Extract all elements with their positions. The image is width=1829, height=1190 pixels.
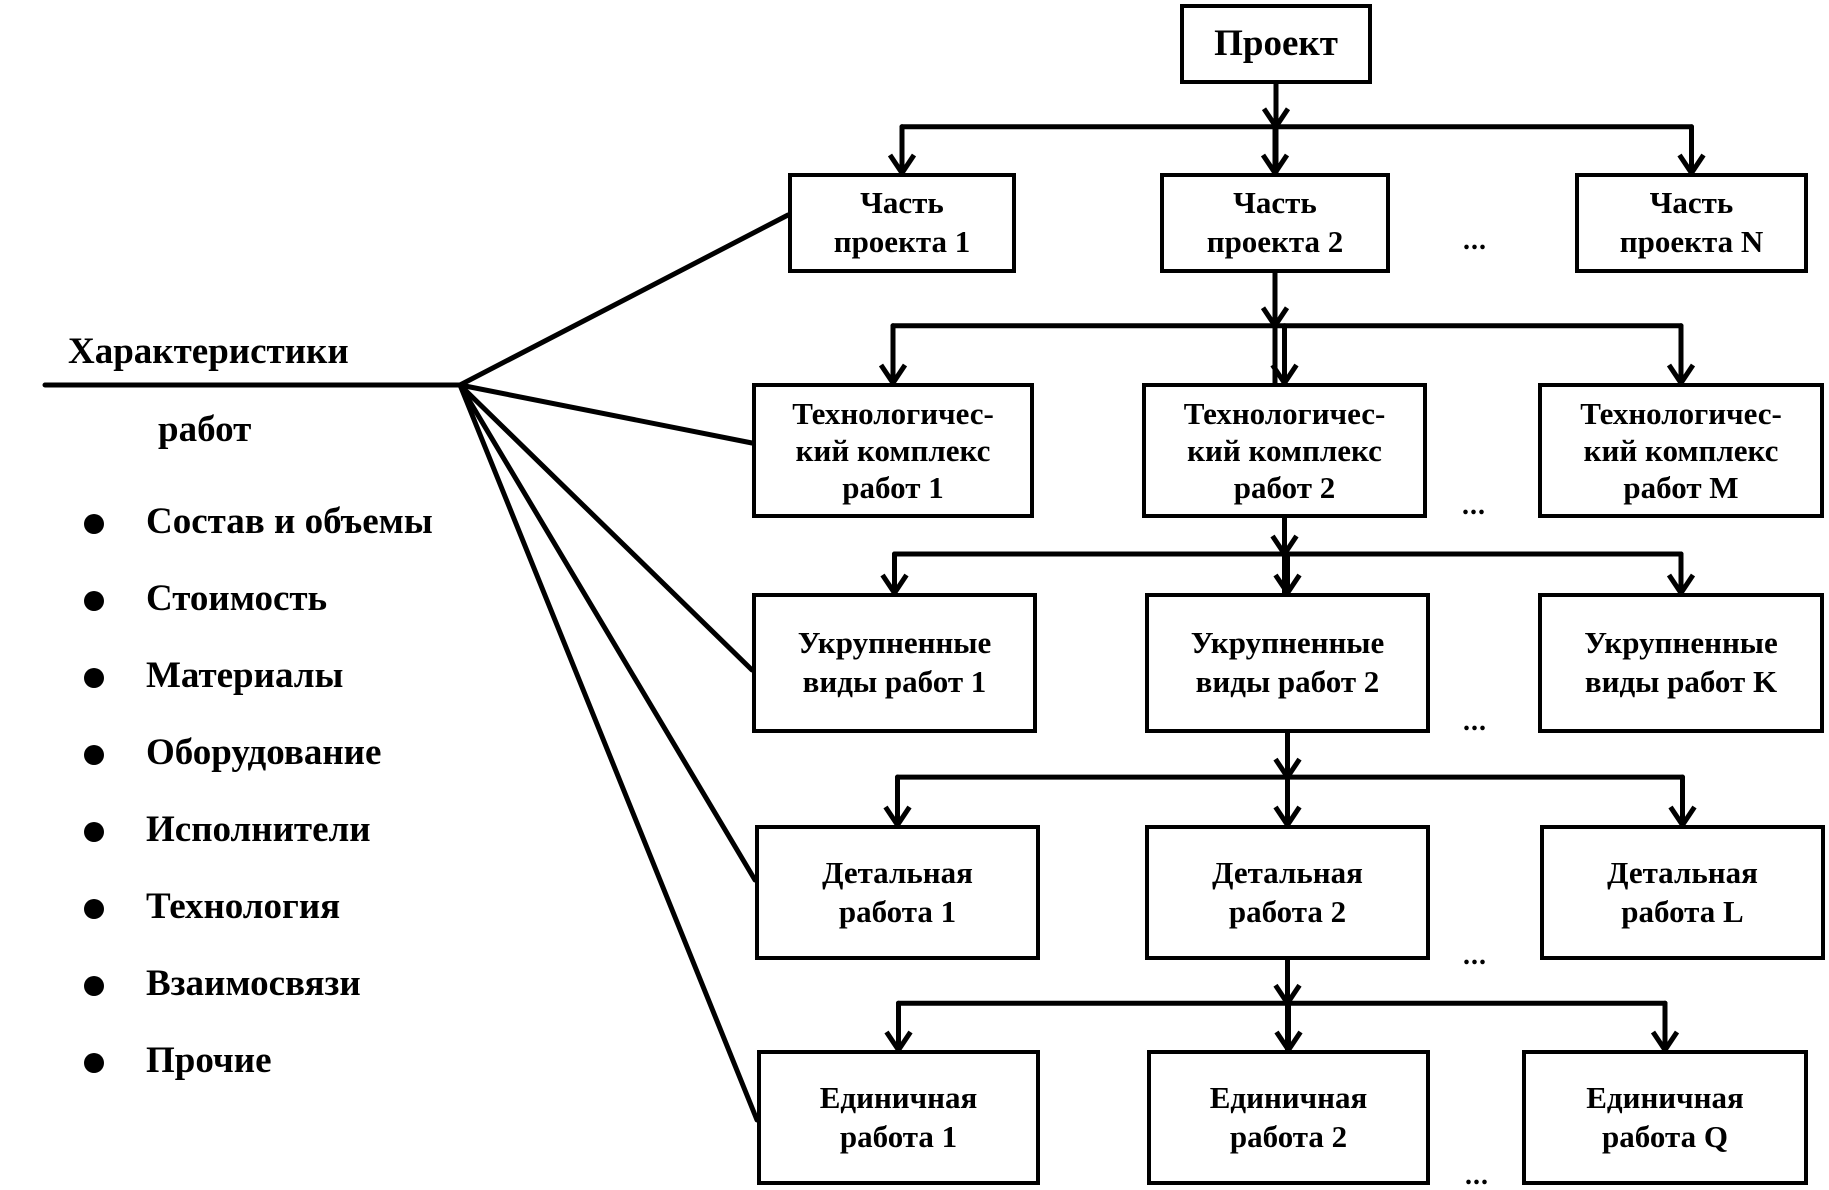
detailed-work-2-box: Детальная работа 2	[1145, 825, 1430, 960]
ellipsis-level-2: ...	[1462, 490, 1486, 521]
characteristic-item: Технология	[84, 885, 433, 962]
characteristic-label: Стоимость	[146, 578, 328, 619]
characteristics-link-line	[457, 382, 755, 446]
unit-work-2-box: Единичная работа 2	[1147, 1050, 1430, 1185]
tech-complex-2-box: Технологичес- кий комплекс работ 2	[1142, 383, 1427, 518]
characteristics-list: Состав и объемы Стоимость Материалы Обор…	[84, 500, 433, 1116]
characteristic-label: Исполнители	[146, 809, 371, 850]
characteristic-label: Взаимосвязи	[146, 963, 361, 1004]
characteristics-link-line	[457, 212, 791, 388]
bullet-icon	[84, 1053, 104, 1073]
ellipsis-level-4: ...	[1463, 940, 1487, 971]
project-part-n-box: Часть проекта N	[1575, 173, 1808, 273]
characteristics-link-line	[457, 382, 758, 883]
bullet-icon	[84, 591, 104, 611]
characteristic-item: Стоимость	[84, 577, 433, 654]
ellipsis-level-1: ...	[1463, 225, 1487, 256]
work-type-2-box: Укрупненные виды работ 2	[1145, 593, 1430, 733]
characteristics-title: Характеристики	[68, 331, 349, 372]
project-part-1-box: Часть проекта 1	[788, 173, 1016, 273]
ellipsis-level-3: ...	[1463, 706, 1487, 737]
characteristics-title-line2: работ	[158, 409, 252, 450]
bullet-icon	[84, 668, 104, 688]
characteristic-item: Исполнители	[84, 808, 433, 885]
characteristic-label: Технология	[146, 886, 341, 927]
tech-complex-m-box: Технологичес- кий комплекс работ М	[1538, 383, 1824, 518]
bullet-icon	[84, 822, 104, 842]
bullet-icon	[84, 514, 104, 534]
unit-work-q-box: Единичная работа Q	[1522, 1050, 1808, 1185]
characteristic-label: Прочие	[146, 1040, 272, 1081]
tech-complex-1-box: Технологичес- кий комплекс работ 1	[752, 383, 1034, 518]
bullet-icon	[84, 976, 104, 996]
characteristic-item: Прочие	[84, 1039, 433, 1116]
characteristic-label: Материалы	[146, 655, 344, 696]
characteristic-item: Материалы	[84, 654, 433, 731]
work-type-k-box: Укрупненные виды работ K	[1538, 593, 1824, 733]
work-type-1-box: Укрупненные виды работ 1	[752, 593, 1037, 733]
characteristics-link-line	[457, 382, 760, 1123]
project-box: Проект	[1180, 4, 1372, 84]
characteristic-item: Оборудование	[84, 731, 433, 808]
characteristic-label: Состав и объемы	[146, 501, 433, 542]
detailed-work-l-box: Детальная работа L	[1540, 825, 1825, 960]
bullet-icon	[84, 745, 104, 765]
characteristic-item: Состав и объемы	[84, 500, 433, 577]
unit-work-1-box: Единичная работа 1	[757, 1050, 1040, 1185]
characteristic-item: Взаимосвязи	[84, 962, 433, 1039]
ellipsis-level-5: ...	[1465, 1160, 1489, 1190]
project-part-2-box: Часть проекта 2	[1160, 173, 1390, 273]
characteristics-link-line	[457, 382, 755, 673]
characteristic-label: Оборудование	[146, 732, 382, 773]
detailed-work-1-box: Детальная работа 1	[755, 825, 1040, 960]
bullet-icon	[84, 899, 104, 919]
